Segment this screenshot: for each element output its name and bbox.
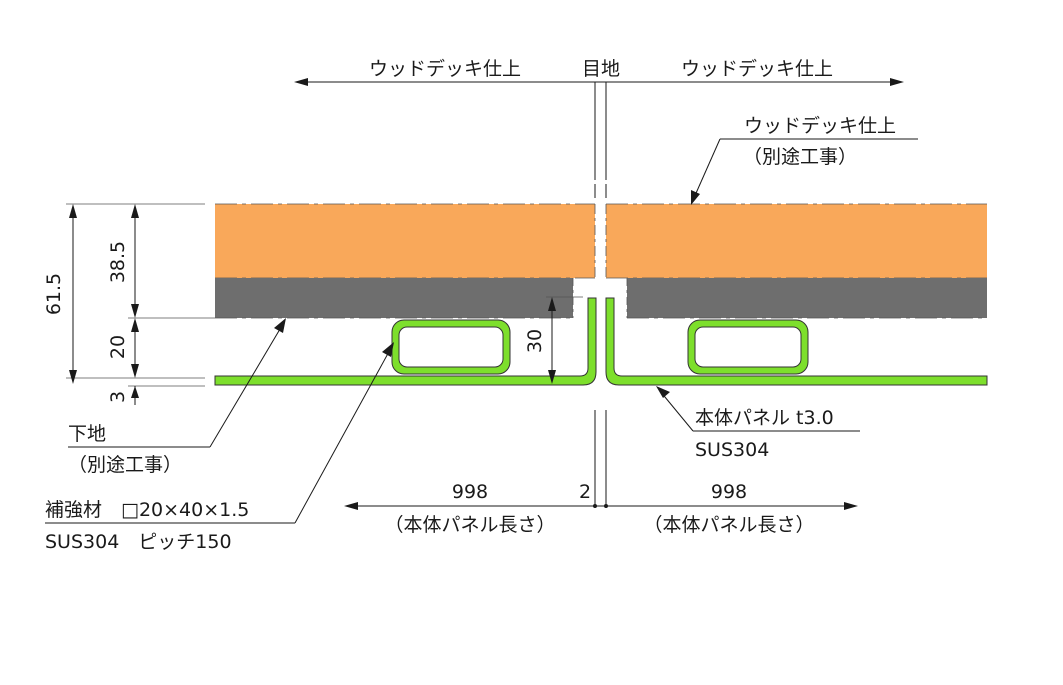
top-dimension: ウッドデッキ仕上 目地 ウッドデッキ仕上 [294,58,904,86]
bottom-right-note: （本体パネル長さ） [643,514,814,536]
reinforcement-tubes [391,319,809,375]
panel-callout: 本体パネル t3.0 SUS304 [656,386,860,461]
reinforcement-line1: 補強材 □20×40×1.5 [45,499,249,521]
dim-plate: 3 [107,391,129,403]
wood-finish-note: （別途工事） [743,146,857,168]
bottom-dimension: 998 2 998 （本体パネル長さ） （本体パネル長さ） [344,481,858,536]
reinforcement-line2: SUS304 ピッチ150 [45,531,232,553]
dim-inner: 30 [524,329,546,353]
base-left [215,278,573,318]
dim-deck: 38.5 [107,241,129,283]
wood-deck-layer [215,203,987,279]
top-dim-right-label: ウッドデッキ仕上 [681,58,833,80]
base-callout: 下地 （別途工事） [68,318,286,476]
main-panel-left [214,297,597,386]
wood-deck-left [215,204,595,278]
main-panel-right [605,297,988,386]
dim-base: 20 [107,335,129,359]
dim-total: 61.5 [43,273,65,315]
panel-line2: SUS304 [695,439,769,461]
base-right [627,278,987,318]
bottom-left-note: （本体パネル長さ） [384,514,555,536]
reinforcement-callout: 補強材 □20×40×1.5 SUS304 ピッチ150 [45,342,394,553]
wood-deck-right [606,204,987,278]
vertical-dimensions: 61.5 38.5 20 3 30 [43,203,583,405]
main-panel [214,297,988,386]
bottom-right-value: 998 [711,481,747,503]
bottom-gap-value: 2 [579,481,591,503]
wood-finish-title: ウッドデッキ仕上 [744,115,896,137]
panel-line1: 本体パネル t3.0 [695,407,834,429]
joint-center-lines [594,82,607,508]
wood-finish-callout: ウッドデッキ仕上 （別途工事） [691,115,918,205]
base-title: 下地 [68,423,106,445]
top-dim-center-label: 目地 [582,58,620,80]
top-dim-left-label: ウッドデッキ仕上 [369,58,521,80]
bottom-left-value: 998 [452,481,488,503]
base-layer [215,278,987,319]
base-note: （別途工事） [68,454,182,476]
